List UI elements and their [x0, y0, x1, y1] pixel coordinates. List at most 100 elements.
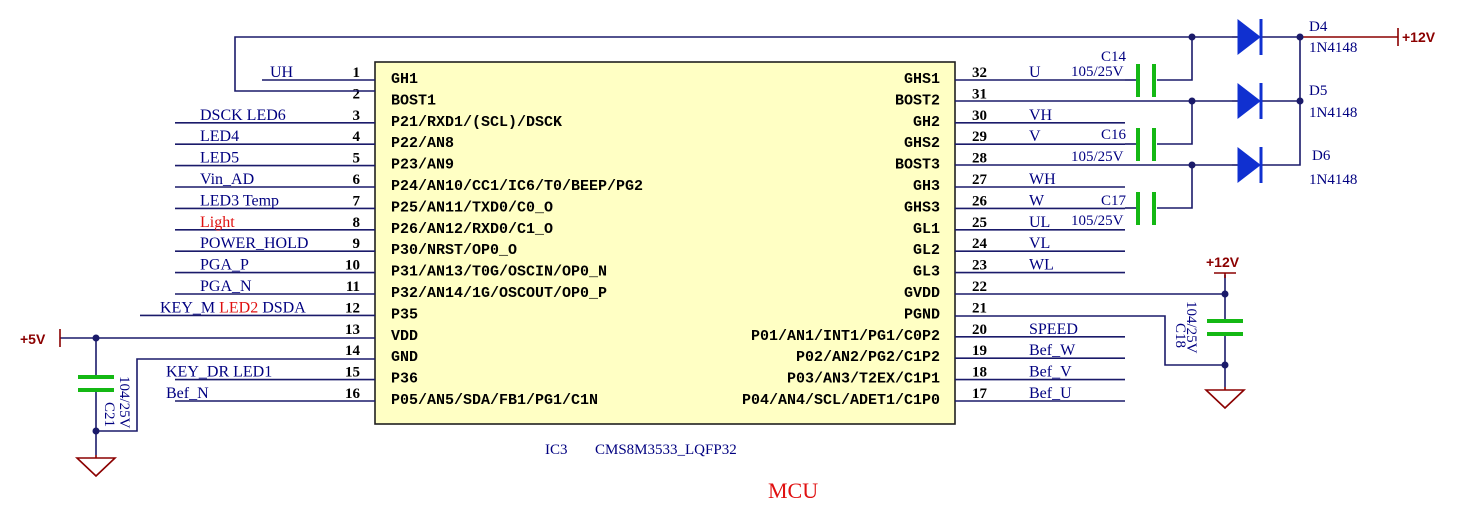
c14-value: 105/25V — [1071, 64, 1124, 80]
pin-number: 32 — [972, 65, 987, 81]
pin-name: P05/AN5/SDA/FB1/PG1/C1N — [391, 392, 598, 409]
pin-name: GHS3 — [904, 199, 940, 216]
c14-ref: C14 — [1101, 49, 1127, 65]
pin-name: GND — [391, 349, 418, 366]
pin-name: P24/AN10/CC1/IC6/T0/BEEP/PG2 — [391, 178, 643, 195]
pin-number: 23 — [972, 258, 987, 274]
pin-name: PGND — [904, 306, 940, 323]
net-label: PGA_N — [200, 278, 252, 295]
net-label: WL — [1029, 257, 1054, 274]
c16-value: 105/25V — [1071, 149, 1124, 165]
net-label: LED4 — [200, 128, 239, 145]
pin-name: P30/NRST/OP0_O — [391, 242, 517, 259]
d5-ref: D5 — [1309, 83, 1327, 99]
pin-name: P21/RXD1/(SCL)/DSCK — [391, 114, 562, 131]
gnd-symbol-left — [74, 455, 118, 478]
vcc5-label: +5V — [20, 331, 46, 347]
net-label: W — [1029, 192, 1045, 209]
net-label: KEY_DR LED1 — [166, 364, 272, 381]
pin-number: 2 — [353, 86, 361, 102]
d6-ref: D6 — [1312, 148, 1331, 164]
c17-right-wire — [1157, 165, 1193, 209]
pin-number: 14 — [345, 343, 361, 359]
schematic-title: MCU — [768, 478, 818, 503]
d5-value: 1N4148 — [1309, 105, 1357, 121]
pin-number: 28 — [972, 151, 987, 167]
gnd-pin-wire — [96, 358, 375, 432]
pin-name: P36 — [391, 371, 418, 388]
pgnd-wire — [955, 315, 1225, 366]
pin-number: 22 — [972, 279, 987, 295]
junction-dot — [1188, 33, 1196, 41]
junction-dot — [92, 427, 100, 435]
net-label: VL — [1029, 235, 1050, 252]
pin-name: GH1 — [391, 71, 418, 88]
pin-name: GL3 — [913, 264, 940, 281]
c17-ref: C17 — [1101, 193, 1127, 209]
pin-number: 1 — [353, 65, 361, 81]
junction-dot — [1188, 161, 1196, 169]
pin-number: 5 — [353, 151, 361, 167]
pin-number: 19 — [972, 343, 987, 359]
net-label: Bef_W — [1029, 342, 1076, 359]
vcc12-top-label: +12V — [1402, 29, 1436, 45]
pin-number: 16 — [345, 386, 361, 402]
pin-name: P25/AN11/TXD0/C0_O — [391, 199, 553, 216]
pin-number: 21 — [972, 300, 987, 316]
pin-number: 27 — [972, 172, 988, 188]
c17-value: 105/25V — [1071, 213, 1124, 229]
pin-name: GL1 — [913, 221, 940, 238]
net-label: LED5 — [200, 150, 239, 167]
pin-number: 10 — [345, 258, 360, 274]
pin-number: 24 — [972, 236, 988, 252]
ic-refdes: IC3 — [545, 442, 568, 458]
pin-name: GVDD — [904, 285, 940, 302]
pin-name: GHS2 — [904, 135, 940, 152]
net-label: WH — [1029, 171, 1056, 188]
net-label: V — [1029, 128, 1041, 145]
pin-name: BOST2 — [895, 92, 940, 109]
d4-ref: D4 — [1309, 19, 1328, 35]
capacitor-c18 — [1207, 319, 1243, 336]
vcc12-right-bar — [1214, 272, 1236, 278]
pin-name: VDD — [391, 328, 418, 345]
pin-number: 17 — [972, 386, 988, 402]
capacitor-c14 — [1136, 64, 1156, 97]
net-label: DSCK LED6 — [200, 107, 286, 124]
pin-name: P23/AN9 — [391, 157, 454, 174]
net-label: Bef_U — [1029, 385, 1072, 402]
junction-dot — [1221, 290, 1229, 298]
pin-name: BOST3 — [895, 157, 940, 174]
pin-number: 30 — [972, 108, 987, 124]
net-label: U — [1029, 64, 1041, 81]
pin-name: P26/AN12/RXD0/C1_O — [391, 221, 553, 238]
c16-right-wire — [1157, 101, 1193, 145]
junction-dot — [1296, 33, 1304, 41]
c21-ref: C21 — [101, 402, 117, 427]
pin-name: P32/AN14/1G/OSCOUT/OP0_P — [391, 285, 607, 302]
net-label: LED3 Temp — [200, 192, 279, 209]
c18-ref: C18 — [1172, 323, 1188, 348]
gnd-symbol-right — [1203, 387, 1247, 410]
pin-number: 26 — [972, 193, 988, 209]
net-label: POWER_HOLD — [200, 235, 308, 252]
pin-number: 7 — [353, 193, 361, 209]
net-label: UH — [270, 64, 294, 81]
pin-number: 4 — [353, 129, 361, 145]
pin-number: 6 — [353, 172, 361, 188]
pin-name: P35 — [391, 306, 418, 323]
vcc12-right-label: +12V — [1206, 254, 1240, 270]
ic-body — [374, 61, 956, 425]
pin-number: 3 — [353, 108, 361, 124]
c18-value: 104/25V — [1183, 301, 1199, 354]
d6-value: 1N4148 — [1309, 172, 1357, 188]
boost1-wire — [234, 36, 1232, 92]
net-label: VH — [1029, 107, 1053, 124]
net-label: KEY_M LED2 DSDA — [160, 299, 306, 316]
net-label: PGA_P — [200, 257, 249, 274]
junction-dots — [92, 33, 1304, 435]
net-label: Bef_V — [1029, 364, 1072, 381]
net-label: UL — [1029, 214, 1050, 231]
net-label: Light — [200, 214, 235, 231]
pin-name: P01/AN1/INT1/PG1/C0P2 — [751, 328, 940, 345]
